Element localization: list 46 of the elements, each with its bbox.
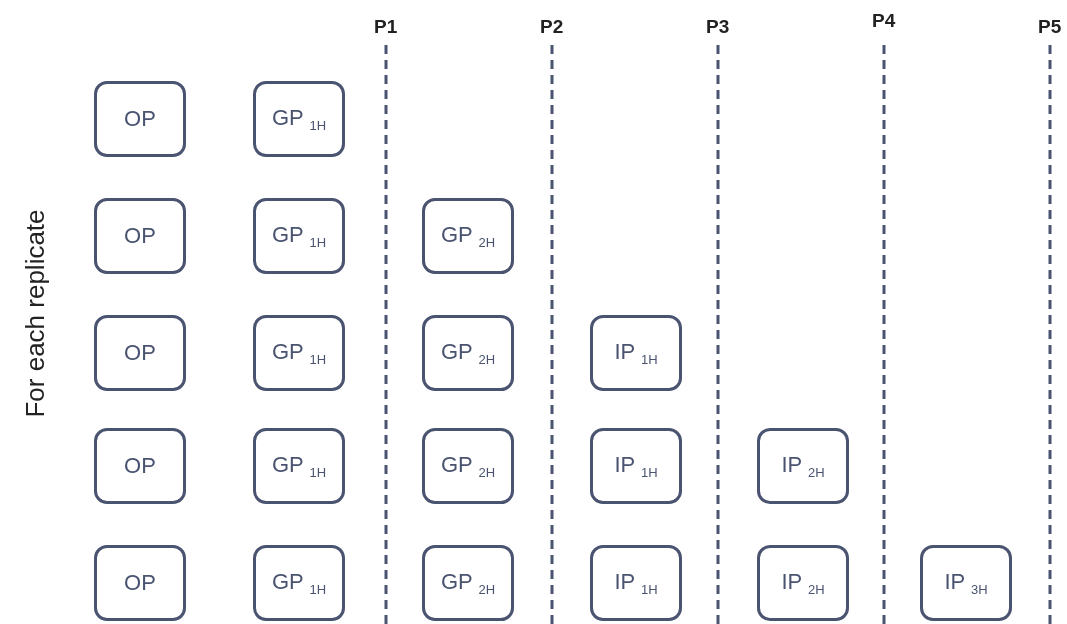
axis-label: For each replicate — [19, 208, 51, 418]
stage-label: OP — [124, 453, 156, 479]
stage-label: IP $_{2H}$ — [781, 568, 825, 598]
stage-box — [590, 428, 682, 504]
stage-label: GP $_{2H}$ — [440, 451, 496, 481]
stage-box — [253, 81, 345, 157]
stage-box — [94, 545, 186, 621]
period-label: P5 — [1038, 16, 1062, 38]
stage-box — [253, 198, 345, 274]
stage-box — [590, 315, 682, 391]
stage-label: IP $_{1H}$ — [614, 451, 658, 481]
stage-label: GP $_{1H}$ — [271, 451, 327, 481]
period-label: P4 — [872, 10, 896, 32]
stage-box — [920, 545, 1012, 621]
stage-label: IP $_{1H}$ — [614, 568, 658, 598]
stage-label: OP — [124, 106, 156, 132]
stage-box — [94, 428, 186, 504]
period-label: P2 — [540, 16, 564, 38]
stage-label: OP — [124, 570, 156, 596]
stage-box — [422, 545, 514, 621]
stage-label: GP $_{2H}$ — [440, 338, 496, 368]
stage-box — [253, 315, 345, 391]
stage-box — [253, 428, 345, 504]
stage-box — [94, 198, 186, 274]
stage-label: GP $_{1H}$ — [271, 104, 327, 134]
stage-box — [253, 545, 345, 621]
period-label: P1 — [374, 16, 398, 38]
stage-box — [757, 428, 849, 504]
stage-box — [422, 315, 514, 391]
stage-label: GP $_{2H}$ — [440, 568, 496, 598]
stage-box — [422, 198, 514, 274]
stage-label: GP $_{1H}$ — [271, 338, 327, 368]
stage-box — [94, 315, 186, 391]
stage-box — [422, 428, 514, 504]
stage-label: GP $_{1H}$ — [271, 221, 327, 251]
stage-label: GP $_{1H}$ — [271, 568, 327, 598]
stage-label: GP $_{2H}$ — [440, 221, 496, 251]
stage-box — [590, 545, 682, 621]
stage-box — [757, 545, 849, 621]
stage-label: OP — [124, 340, 156, 366]
stage-label: OP — [124, 223, 156, 249]
period-label: P3 — [706, 16, 730, 38]
stage-box — [94, 81, 186, 157]
stage-label: IP $_{2H}$ — [781, 451, 825, 481]
stage-label: IP $_{3H}$ — [944, 568, 988, 598]
stage-label: IP $_{1H}$ — [614, 338, 658, 368]
